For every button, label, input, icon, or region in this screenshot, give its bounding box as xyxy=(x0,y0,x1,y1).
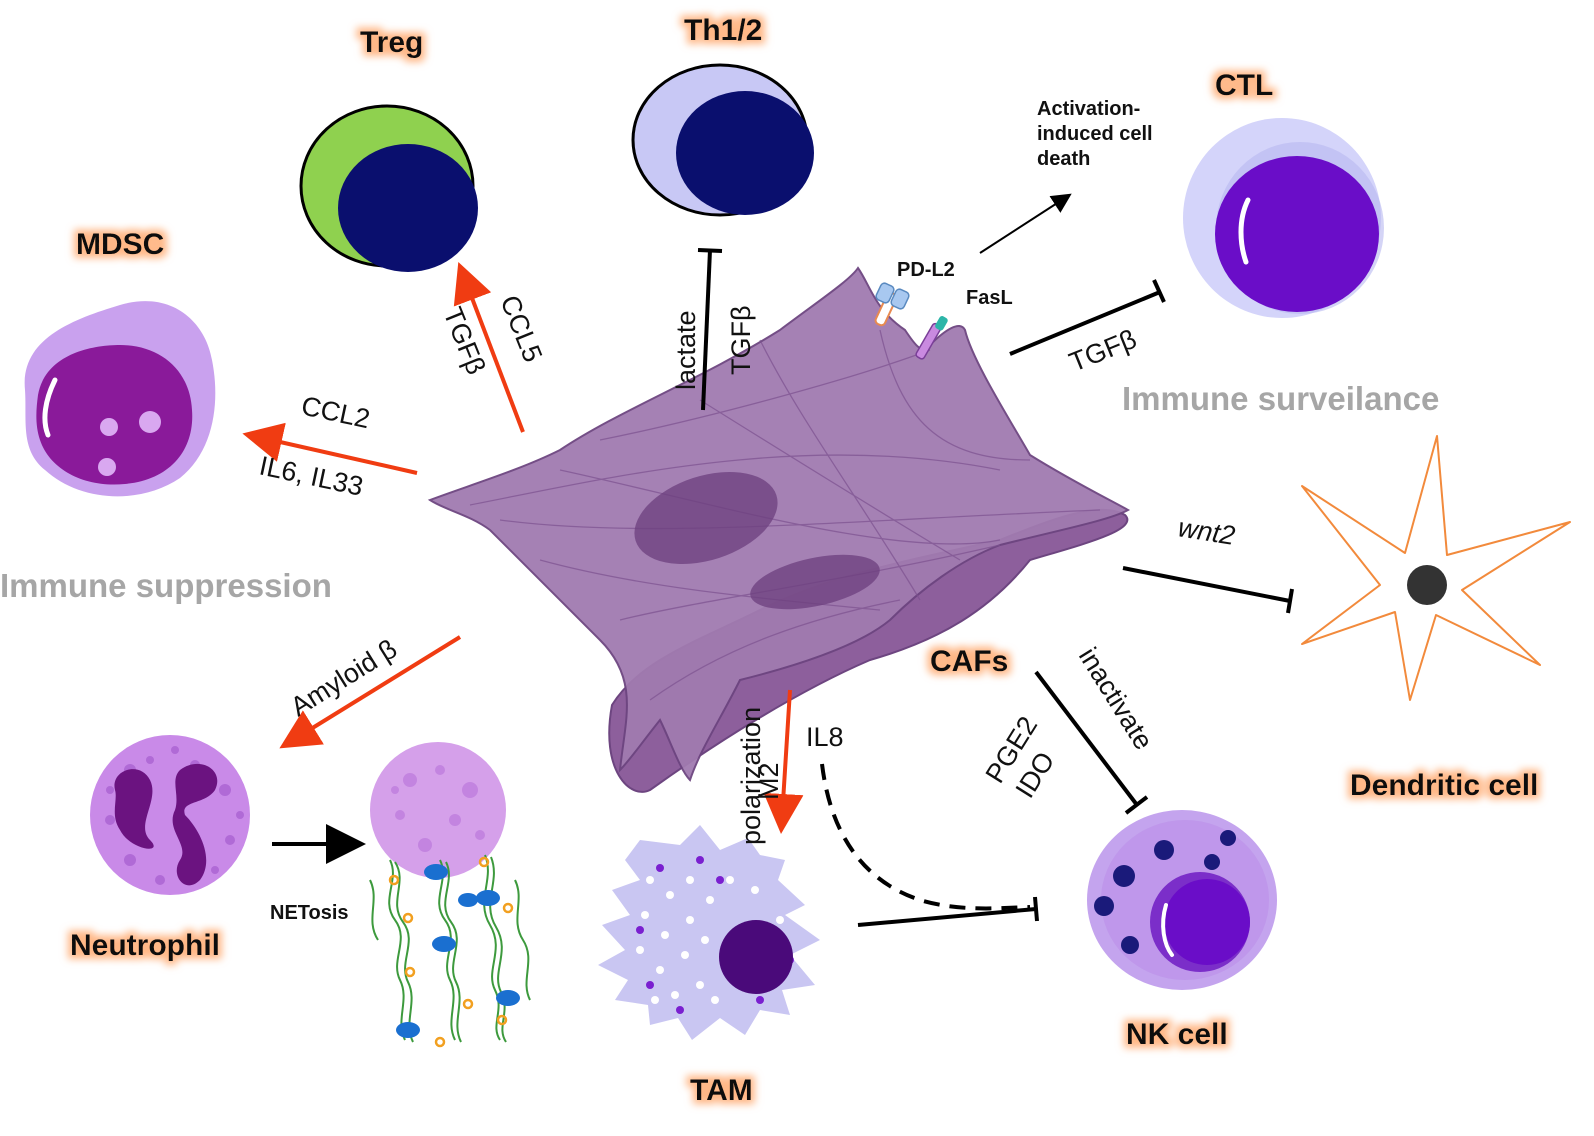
th-cell xyxy=(631,63,814,217)
treg-label: Treg xyxy=(360,26,423,59)
fasl-receptor-icon xyxy=(915,316,948,360)
immune-suppression-label: Immune suppression xyxy=(0,567,332,604)
caf-inhibits-nk xyxy=(1034,670,1149,815)
tam-cell xyxy=(598,825,820,1040)
cafs-label: CAFs xyxy=(930,645,1008,678)
mdsc-cell xyxy=(24,301,216,497)
caf-to-treg-arrow xyxy=(453,262,525,433)
caf-inhibits-ctl xyxy=(1009,279,1166,356)
tam-inhibits-nk xyxy=(857,896,1039,927)
neutrophil-cell xyxy=(90,735,250,895)
caf-to-neutrophil-arrow xyxy=(279,635,462,749)
net-cell xyxy=(369,742,531,1048)
caf-nucleus-1 xyxy=(634,471,778,565)
th-tgfb-label: TGFβ xyxy=(726,305,756,375)
nk-cell xyxy=(1087,810,1277,990)
caf-cells xyxy=(427,266,1131,793)
aicd-line1: Activation- xyxy=(1037,98,1140,120)
caf-to-aicd-arrow xyxy=(979,193,1072,254)
nk-label: NK cell xyxy=(1126,1018,1228,1051)
mdsc-label: MDSC xyxy=(76,228,164,261)
caf-to-tam-arrow xyxy=(763,689,804,834)
dendritic-cell xyxy=(1301,435,1571,701)
th-label: Th1/2 xyxy=(684,14,762,47)
caf-cell-main xyxy=(427,266,1131,782)
il8-dashed-inhibition xyxy=(820,763,1031,911)
tam-label: TAM xyxy=(690,1074,753,1107)
fasl-label: FasL xyxy=(966,287,1013,309)
aicd-line2: induced cell xyxy=(1037,123,1153,145)
ctl-label: CTL xyxy=(1215,69,1273,102)
wnt2-label: wnt2 xyxy=(1176,512,1237,551)
caf-nucleus-2 xyxy=(750,554,880,610)
lactate-label: lactate xyxy=(671,310,701,390)
ccl2-label: CCL2 xyxy=(299,391,373,435)
pd-l2-label: PD-L2 xyxy=(897,259,955,281)
caf-inhibits-th xyxy=(697,248,723,411)
ccl5-label: CCL5 xyxy=(494,291,548,366)
m2-label: M2 xyxy=(754,762,784,800)
il8-label: IL8 xyxy=(806,722,844,752)
immune-surveilance-label: Immune surveilance xyxy=(1122,380,1439,417)
netosis-label: NETosis xyxy=(270,902,349,924)
treg-cell xyxy=(299,104,478,272)
pd-l2-receptor-icon xyxy=(874,282,910,327)
polarization-label: polarization xyxy=(736,707,766,845)
neutrophil-label: Neutrophil xyxy=(70,929,220,962)
dendritic-label: Dendritic cell xyxy=(1350,769,1538,802)
aicd-line3: death xyxy=(1037,148,1090,170)
caf-inhibits-dendritic xyxy=(1122,566,1294,614)
caf-to-mdsc-arrow xyxy=(242,422,418,475)
ctl-tgfb-label: TGFβ xyxy=(1065,324,1141,378)
treg-tgfb-label: TGFβ xyxy=(437,303,491,379)
ctl-cell xyxy=(1183,118,1384,318)
